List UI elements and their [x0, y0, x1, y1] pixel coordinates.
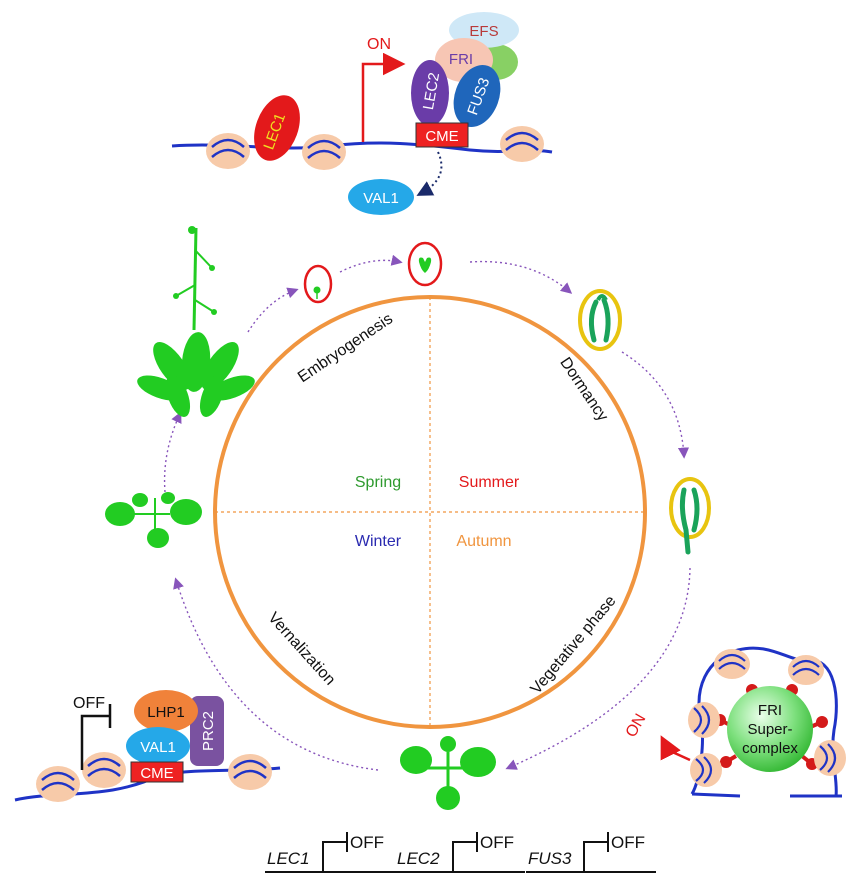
svg-text:VAL1: VAL1 [363, 190, 399, 207]
off-label: OFF [73, 695, 105, 712]
season-winter: Winter [355, 533, 402, 550]
arrow-embryo-1-to-2 [339, 254, 403, 273]
cme-to-val1-arrow [416, 151, 443, 196]
gene-state: OFF [350, 833, 384, 852]
nucleosome [302, 134, 346, 170]
seedling-plant [400, 736, 496, 810]
right-fri-panel: FRI Super- complex ON [623, 646, 846, 798]
gene-off-row: LEC1 OFF LEC2 OFF FUS3 OFF [265, 832, 656, 873]
promoter-off-symbol [452, 832, 478, 872]
svg-text:EFS: EFS [469, 23, 498, 40]
prc2-protein: PRC2 [190, 696, 224, 766]
nucleosome [82, 752, 126, 788]
svg-text:CME: CME [425, 128, 458, 145]
stage-dormancy: Dormancy [556, 355, 611, 425]
svg-text:Super-: Super- [747, 721, 792, 738]
svg-text:FRI: FRI [758, 702, 782, 719]
season-cycle: Spring Summer Winter Autumn Embryogenesi… [213, 295, 647, 729]
val1-protein-left: VAL1 [126, 727, 190, 765]
off-promoter [80, 704, 112, 770]
svg-text:FRI: FRI [449, 51, 473, 68]
svg-text:LHP1: LHP1 [147, 704, 185, 721]
promoter-off-symbol [583, 832, 609, 872]
promoter-off-symbol [322, 832, 348, 872]
left-repression-panel: OFF PRC2 LHP1 VAL1 CME [14, 690, 281, 802]
on-label: ON [367, 36, 391, 53]
gene-switch-fus3: FUS3 OFF [526, 832, 656, 873]
lhp1-protein: LHP1 [134, 690, 198, 732]
nucleosome [228, 754, 272, 790]
stage-embryogenesis: Embryogenesis [295, 310, 396, 386]
cme-element: CME [415, 122, 469, 148]
nucleosome [690, 753, 722, 787]
embryo-heart [407, 241, 443, 287]
arrow-plant-to-embryo [247, 287, 299, 333]
cme-element-left: CME [130, 761, 184, 783]
on-arrow [361, 52, 406, 142]
gene-state: OFF [480, 833, 514, 852]
val1-protein-top: VAL1 [348, 179, 414, 215]
svg-text:LEC2: LEC2 [420, 71, 443, 111]
fus3-protein: FUS3 [453, 65, 501, 127]
nucleosome [206, 133, 250, 169]
embryo-early [303, 264, 333, 304]
lec1-protein: LEC1 [254, 95, 300, 161]
gene-name: LEC2 [397, 849, 440, 868]
rosette-plant [105, 492, 202, 548]
nucleosome [814, 740, 846, 776]
cycle-arrows [163, 254, 691, 771]
top-activation-panel: LEC1 ON EFS FRI LEC2 FUS3 CME VAL1 [171, 12, 553, 215]
arrow-embryo-to-seed [469, 260, 573, 294]
nucleosome [788, 655, 824, 685]
season-autumn: Autumn [456, 533, 511, 550]
stage-vernalization: Vernalization [264, 609, 338, 688]
gene-switch-lec2: LEC2 OFF [395, 832, 525, 873]
nucleosome [36, 766, 80, 802]
gene-name: FUS3 [528, 849, 572, 868]
svg-text:CME: CME [140, 765, 173, 782]
season-spring: Spring [355, 474, 401, 491]
arrow-seedling-to-rosette [173, 577, 379, 771]
cycle-circle [213, 295, 647, 729]
seed-germinating [669, 477, 711, 555]
right-on-label: ON [623, 711, 650, 740]
svg-text:PRC2: PRC2 [200, 711, 217, 751]
gene-state: OFF [611, 833, 645, 852]
nucleosome [500, 126, 544, 162]
gene-name: LEC1 [267, 849, 310, 868]
fri-supercomplex: FRI Super- complex [727, 686, 813, 772]
svg-text:VAL1: VAL1 [140, 739, 176, 756]
nucleosome [688, 702, 720, 738]
gene-switch-lec1: LEC1 OFF [265, 832, 395, 873]
arrow-seed-to-dormant [621, 351, 690, 459]
season-summer: Summer [459, 474, 520, 491]
arrow-rosette-to-plant [163, 411, 182, 493]
arrow-dormant-to-seedling [505, 567, 691, 770]
svg-text:complex: complex [742, 740, 798, 757]
lec2-protein: LEC2 [411, 60, 449, 126]
stage-vegetative-phase: Vegetative phase [528, 593, 620, 698]
bolting-plant [137, 226, 255, 417]
right-on-arrow [660, 735, 691, 762]
seed-mature [578, 289, 622, 351]
nucleosome [714, 649, 750, 679]
